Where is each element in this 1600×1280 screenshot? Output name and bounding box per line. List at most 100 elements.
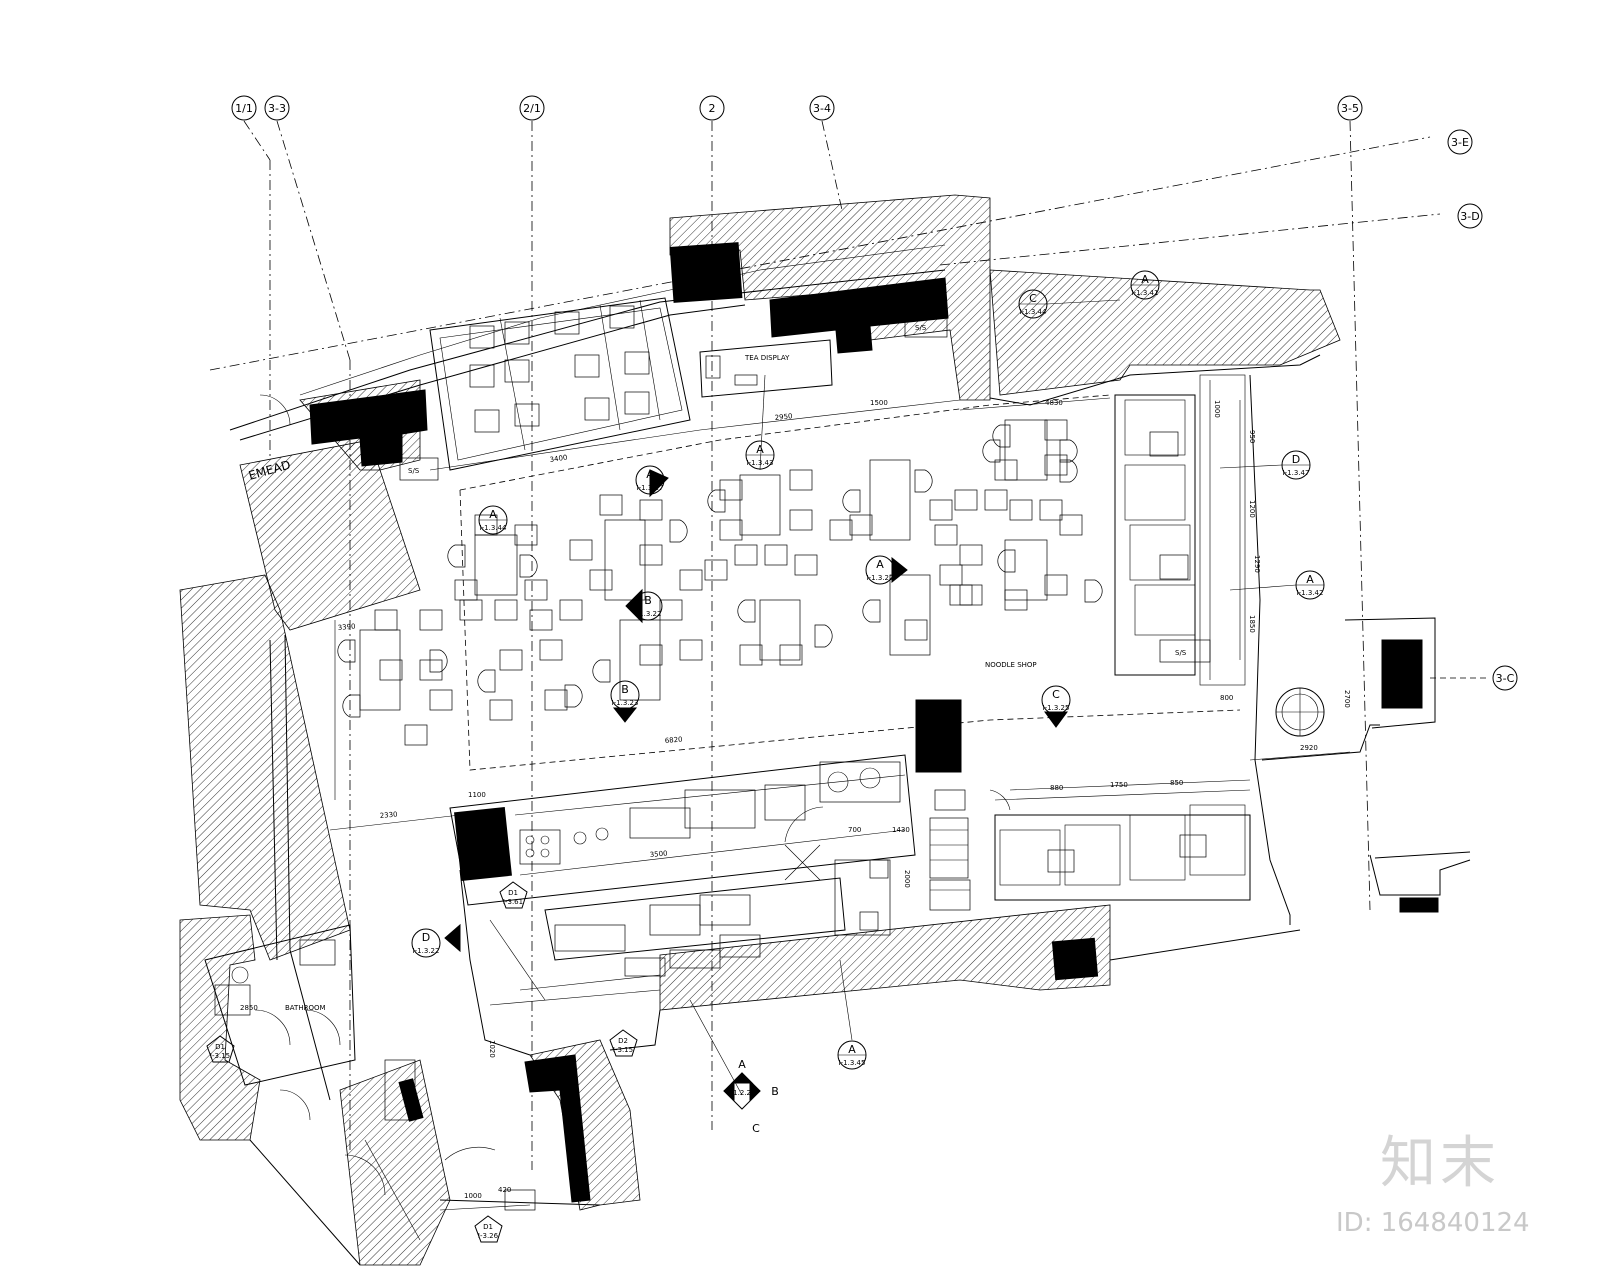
- svg-text:3-5: 3-5: [1341, 102, 1359, 115]
- svg-text:D1: D1: [508, 889, 518, 897]
- svg-text:I-3.15: I-3.15: [210, 1052, 230, 1060]
- svg-text:2920: 2920: [1300, 744, 1318, 752]
- ss-label: S/S: [408, 467, 420, 475]
- grid-bubble: 3-3: [264, 95, 290, 121]
- svg-text:D2: D2: [618, 1037, 628, 1045]
- svg-text:700: 700: [848, 826, 861, 834]
- svg-text:1290: 1290: [1253, 555, 1261, 573]
- svg-text:2950: 2950: [774, 412, 793, 422]
- svg-text:D1: D1: [483, 1223, 493, 1231]
- walls: [179, 194, 1341, 1266]
- section-markers: AI-1.3.44 AI-1.3.41 CI-1.3.44 AI-1.3.43 …: [206, 270, 1325, 1243]
- svg-text:A: A: [756, 443, 764, 456]
- svg-text:2700: 2700: [1343, 690, 1351, 708]
- ss-label: S/S: [915, 324, 927, 332]
- grid-bubble: 3-4: [809, 95, 835, 121]
- section-marker: A I-1.3.42: [1295, 570, 1325, 600]
- svg-text:I-1.2.23: I-1.2.23: [729, 1089, 756, 1097]
- svg-text:A: A: [489, 508, 497, 521]
- tea-display: TEA DISPLAY S/S S/S: [399, 314, 948, 481]
- svg-text:I-3.61: I-3.61: [503, 898, 523, 906]
- svg-text:3-3: 3-3: [268, 102, 286, 115]
- booth-seats: [337, 424, 1103, 718]
- section-marker: D I-1.3.22: [411, 923, 461, 958]
- section-marker: A I-1.3.44: [478, 505, 508, 535]
- svg-text:D1: D1: [215, 1043, 225, 1051]
- svg-text:I-1.3.22: I-1.3.22: [413, 947, 440, 955]
- svg-text:2/1: 2/1: [523, 102, 541, 115]
- section-marker: B I-1.3.23: [610, 680, 640, 723]
- svg-text:3390: 3390: [337, 622, 355, 632]
- svg-text:I-1.3.22: I-1.3.22: [635, 610, 662, 618]
- section-marker: CI-1.3.44: [1018, 289, 1048, 319]
- doors: [259, 394, 1011, 1121]
- svg-text:2850: 2850: [240, 1004, 258, 1012]
- section-marker: A I-1.3.22: [865, 555, 908, 585]
- columns: [309, 242, 1439, 1203]
- grid-bubble: 2: [699, 95, 725, 121]
- svg-text:I-1.3.27: I-1.3.27: [637, 484, 664, 492]
- svg-text:I-1.3.23: I-1.3.23: [612, 699, 639, 707]
- takeaway-label: NOODLE SHOP: [985, 661, 1037, 669]
- svg-text:A: A: [646, 468, 654, 481]
- svg-text:I-1.3.44: I-1.3.44: [1020, 308, 1047, 316]
- svg-text:4830: 4830: [1045, 399, 1063, 407]
- svg-text:1000: 1000: [464, 1192, 482, 1200]
- watermark-id: ID: 164840124: [1336, 1208, 1530, 1238]
- grid-bubble: 2/1: [519, 95, 545, 121]
- svg-text:950: 950: [1248, 430, 1256, 443]
- watermark-brand: 知末: [1380, 1131, 1500, 1196]
- svg-text:1750: 1750: [1110, 781, 1128, 789]
- svg-text:I-1.3.25: I-1.3.25: [1043, 704, 1070, 712]
- section-marker: BI-1.3.22: [625, 588, 663, 624]
- main-dining: NOODLE SHOP: [337, 394, 1241, 771]
- right-booths: S/S: [1114, 374, 1325, 737]
- svg-text:1200: 1200: [1248, 500, 1256, 518]
- bathroom-label: BATHROOM: [285, 1004, 326, 1012]
- grid-bubble: 3-E: [1447, 129, 1473, 155]
- svg-text:6820: 6820: [664, 735, 682, 745]
- upper-left-booths: [429, 297, 691, 471]
- svg-text:420: 420: [498, 1186, 511, 1194]
- svg-text:1000: 1000: [1213, 400, 1221, 418]
- svg-text:1500: 1500: [870, 399, 888, 407]
- section-marker: D1I-3.61: [499, 881, 528, 909]
- section-marker: C I-1.3.25: [1041, 685, 1071, 728]
- svg-text:2000: 2000: [903, 870, 911, 888]
- svg-text:2330: 2330: [379, 810, 397, 820]
- compass: I-1.2.23 A B C: [689, 999, 779, 1135]
- svg-text:I-3.15: I-3.15: [613, 1046, 633, 1054]
- compass-letter: A: [738, 1058, 746, 1071]
- bathroom: BATHROOM: [204, 924, 536, 1241]
- section-marker: A I-1.3.41: [1130, 270, 1160, 300]
- svg-text:800: 800: [1220, 694, 1233, 702]
- svg-text:A: A: [876, 558, 884, 571]
- svg-text:A: A: [1306, 573, 1314, 586]
- svg-text:D: D: [422, 931, 430, 944]
- section-marker: AI-1.3.45: [837, 1040, 867, 1070]
- svg-text:3-E: 3-E: [1451, 136, 1469, 149]
- svg-text:I-1.3.47: I-1.3.47: [1283, 469, 1310, 477]
- svg-text:I-1.3.44: I-1.3.44: [480, 524, 507, 532]
- svg-text:I-1.3.41: I-1.3.41: [1132, 289, 1159, 297]
- svg-text:I-1.3.42: I-1.3.42: [1297, 589, 1324, 597]
- svg-text:1430: 1430: [892, 826, 910, 834]
- compass-letter: C: [752, 1122, 760, 1135]
- section-marker: D1I-3.26: [474, 1215, 503, 1243]
- svg-text:1/1: 1/1: [235, 102, 253, 115]
- grid-bubble: 3-C: [1492, 665, 1518, 691]
- ss-label: S/S: [1175, 649, 1187, 657]
- svg-text:A: A: [848, 1043, 856, 1056]
- grid-bubble: 3-D: [1457, 203, 1483, 229]
- section-marker: D1I-3.15: [206, 1035, 235, 1063]
- svg-text:3-D: 3-D: [1460, 210, 1479, 223]
- svg-text:C: C: [1052, 688, 1060, 701]
- grid-bubble: 1/1: [231, 95, 257, 121]
- compass-letter: B: [771, 1085, 779, 1098]
- svg-text:B: B: [621, 683, 629, 696]
- svg-text:I-1.3.22: I-1.3.22: [867, 574, 894, 582]
- svg-text:A: A: [1141, 273, 1149, 286]
- kitchen: [449, 754, 971, 1006]
- svg-text:1850: 1850: [1248, 615, 1256, 633]
